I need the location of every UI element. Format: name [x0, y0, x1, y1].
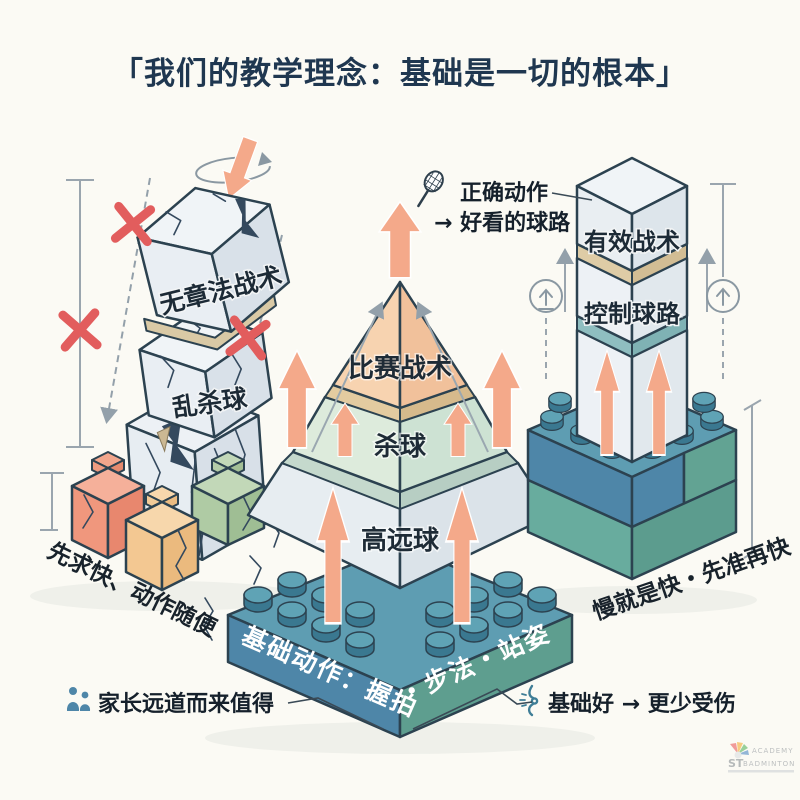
- block-label-effective: 有效战术: [584, 228, 680, 256]
- academy-logo: ACADEMY ST BADMINTON: [728, 742, 795, 773]
- ground-crack: [249, 555, 262, 585]
- mortar-layer: [143, 292, 278, 351]
- racket-icon: [417, 170, 444, 208]
- left-measure-line-small: [40, 472, 64, 531]
- shuttlecock-logo-icon: [730, 742, 749, 759]
- small-brick-tan: [124, 485, 200, 592]
- logo-tagline-bar: [728, 770, 794, 773]
- page-title: 「我们的教学理念：基础是一切的根本」: [112, 56, 688, 92]
- slope-arrow-right: [415, 301, 489, 453]
- annotation-bottom-right: 基础好 → 更少受伤: [412, 684, 736, 730]
- family-icon: [66, 687, 91, 711]
- ground-crack: [203, 597, 214, 641]
- top-annotation-leader: [551, 192, 593, 201]
- slope-arrow-left: [311, 301, 385, 453]
- top-annotation-line2: → 好看的球路: [434, 210, 571, 236]
- block-effective-right: [630, 184, 689, 273]
- lift-icon-left: [529, 279, 563, 313]
- ground-shadows: [30, 581, 757, 754]
- bottom-left-annotation: 家长远道而来值得: [98, 691, 274, 717]
- right-base-measure: [743, 399, 762, 559]
- pyramid-structure: 基础动作：握拍 ・步法・站姿: [226, 201, 574, 739]
- bottom-right-annotation: 基础好 → 更少受伤: [548, 691, 736, 717]
- small-brick-green: [190, 451, 266, 547]
- bottom-right-leader: [412, 688, 533, 730]
- bottom-left-leader: [287, 697, 384, 730]
- foundation-base: 基础动作：握拍 ・步法・站姿: [226, 543, 574, 739]
- knee-joint-icon: [519, 684, 539, 717]
- annotation-bottom-left: 家长远道而来值得: [66, 687, 384, 730]
- left-measure-line: [66, 179, 94, 448]
- error-x-marks: [58, 201, 271, 361]
- tier-label-tactics: 比赛战术: [348, 353, 452, 384]
- tier-label-clear: 高远球: [361, 525, 440, 556]
- lift-icon-right: [706, 279, 740, 313]
- logo-st-text: ST: [728, 757, 744, 770]
- logo-badminton-text: BADMINTON: [743, 760, 795, 768]
- annotation-top: 正确动作 → 好看的球路: [417, 170, 593, 236]
- right-measure-top: [710, 183, 736, 277]
- stable-tower: 控制球路 有效战术 慢就是快・先准再快: [526, 156, 795, 626]
- top-annotation-line1: 正确动作: [460, 180, 548, 206]
- tier-label-smash: 杀球: [374, 431, 427, 462]
- block-label-control: 控制球路: [584, 300, 681, 328]
- logo-academy-text: ACADEMY: [752, 747, 793, 755]
- collapsing-tower: 乱杀球 无章法战术: [40, 133, 291, 642]
